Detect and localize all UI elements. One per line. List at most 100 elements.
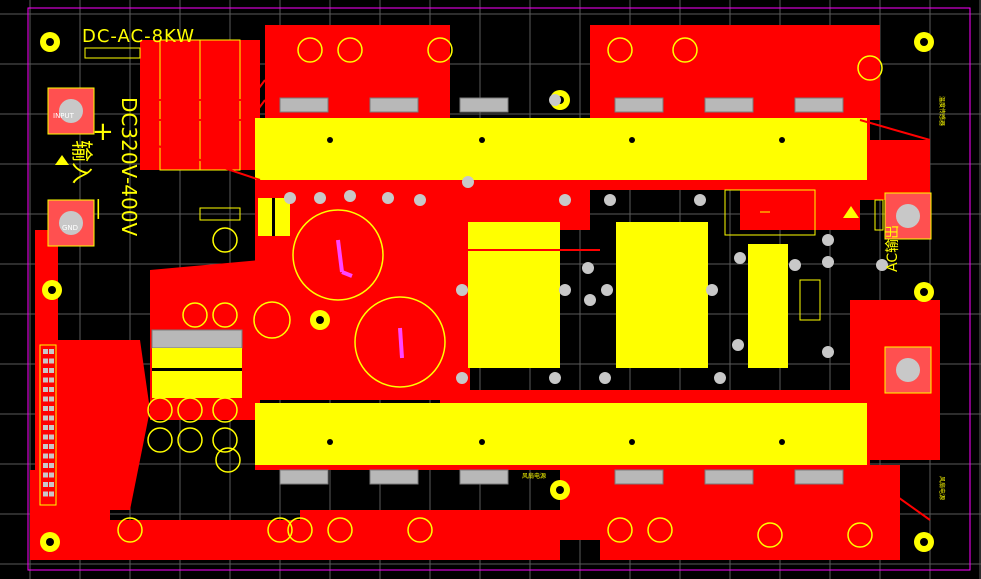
small-capacitor — [427, 37, 453, 63]
warning-icon — [55, 155, 859, 218]
output-label: AC输出 — [885, 225, 901, 272]
silkscreen-blocks — [152, 118, 867, 465]
small-capacitor — [847, 522, 873, 548]
header-pin — [43, 472, 48, 478]
header-pin — [49, 453, 54, 459]
header-pin — [49, 444, 54, 449]
header-pin — [49, 434, 54, 440]
header-pin — [43, 396, 48, 402]
input-terminal-top — [47, 87, 95, 135]
small-capacitor — [117, 517, 143, 543]
small-label-right-bottom: 风扇电源 — [938, 476, 946, 500]
header-pin — [43, 491, 48, 497]
bar-holes — [327, 137, 785, 445]
header-pin — [43, 406, 48, 411]
block-dividers — [152, 198, 275, 371]
header-pin — [43, 349, 48, 354]
through-hole-pad — [559, 284, 571, 296]
small-capacitor — [182, 302, 208, 328]
input-terminal-bottom — [47, 199, 95, 247]
small-capacitor — [297, 37, 323, 63]
small-capacitor — [672, 37, 698, 63]
small-capacitor — [177, 397, 203, 423]
header-pin — [43, 387, 48, 392]
terminal-label-gnd: GND — [62, 224, 78, 232]
minus-sign: — — [86, 198, 111, 220]
small-capacitor — [267, 517, 293, 543]
through-hole-pad — [822, 256, 834, 268]
through-hole-pad — [789, 259, 801, 271]
through-hole-pad — [584, 294, 596, 306]
header-pin — [49, 425, 54, 430]
copper-traces — [139, 79, 931, 521]
header-pin — [43, 377, 48, 383]
through-hole-pad — [314, 192, 326, 204]
through-hole-pad — [582, 262, 594, 274]
small-capacitor — [857, 55, 883, 81]
small-capacitor — [147, 397, 173, 423]
capacitor-marks — [336, 239, 404, 359]
header-pin — [49, 415, 54, 421]
header-pin — [49, 358, 54, 364]
through-hole-pad — [876, 259, 888, 271]
small-capacitor — [607, 37, 633, 63]
header-pin — [49, 396, 54, 402]
header-pin — [49, 406, 54, 411]
header-pin — [43, 415, 48, 421]
header-pin — [49, 368, 54, 373]
small-capacitor — [327, 517, 353, 543]
silkscreen-lines — [84, 39, 884, 321]
through-hole-pad — [382, 192, 394, 204]
bulk-capacitors — [253, 209, 446, 388]
through-hole-pad — [549, 372, 561, 384]
header-pin — [49, 387, 54, 392]
through-hole-pad — [694, 194, 706, 206]
header-pin — [43, 463, 48, 468]
header-pin — [43, 482, 48, 487]
through-hole-pad — [456, 284, 468, 296]
header-pin — [43, 368, 48, 373]
header-pin — [49, 349, 54, 354]
header-pin — [43, 434, 48, 440]
input-voltage-label: DC320V-400V — [117, 97, 141, 236]
input-label: 输入 — [68, 140, 93, 184]
small-capacitor — [337, 37, 363, 63]
through-hole-pad — [462, 176, 474, 188]
through-hole-pad — [284, 192, 296, 204]
through-hole-pad — [559, 194, 571, 206]
grey-pads — [151, 97, 844, 485]
small-capacitor — [757, 522, 783, 548]
header-pin — [43, 425, 48, 430]
small-capacitor — [212, 397, 238, 423]
output-terminal-bottom — [884, 346, 932, 394]
small-capacitor — [147, 427, 173, 453]
header-pin — [49, 482, 54, 487]
small-capacitor — [177, 427, 203, 453]
small-capacitor — [407, 517, 433, 543]
small-label-center: 风扇电源 — [522, 472, 546, 480]
through-hole-pad — [456, 372, 468, 384]
through-hole-pad — [732, 339, 744, 351]
small-capacitor — [212, 427, 238, 453]
through-hole-pad — [549, 94, 561, 106]
through-hole-pad — [604, 194, 616, 206]
small-capacitor — [287, 517, 313, 543]
through-hole-pads — [284, 94, 888, 384]
header-pin — [43, 453, 48, 459]
output-terminal-top — [884, 192, 932, 240]
terminal-label-input: INPUT — [53, 112, 75, 120]
header-pin — [49, 463, 54, 468]
header-pin — [49, 491, 54, 497]
through-hole-pad — [344, 190, 356, 202]
small-capacitor — [607, 517, 633, 543]
board-title: DC-AC-8KW — [82, 26, 195, 47]
board-outline — [27, 7, 971, 571]
small-capacitor — [212, 302, 238, 328]
through-hole-pad — [414, 194, 426, 206]
small-capacitor — [215, 447, 241, 473]
through-hole-pad — [601, 284, 613, 296]
through-hole-pad — [706, 284, 718, 296]
small-label-right-top: 温度传感器 — [938, 96, 946, 126]
